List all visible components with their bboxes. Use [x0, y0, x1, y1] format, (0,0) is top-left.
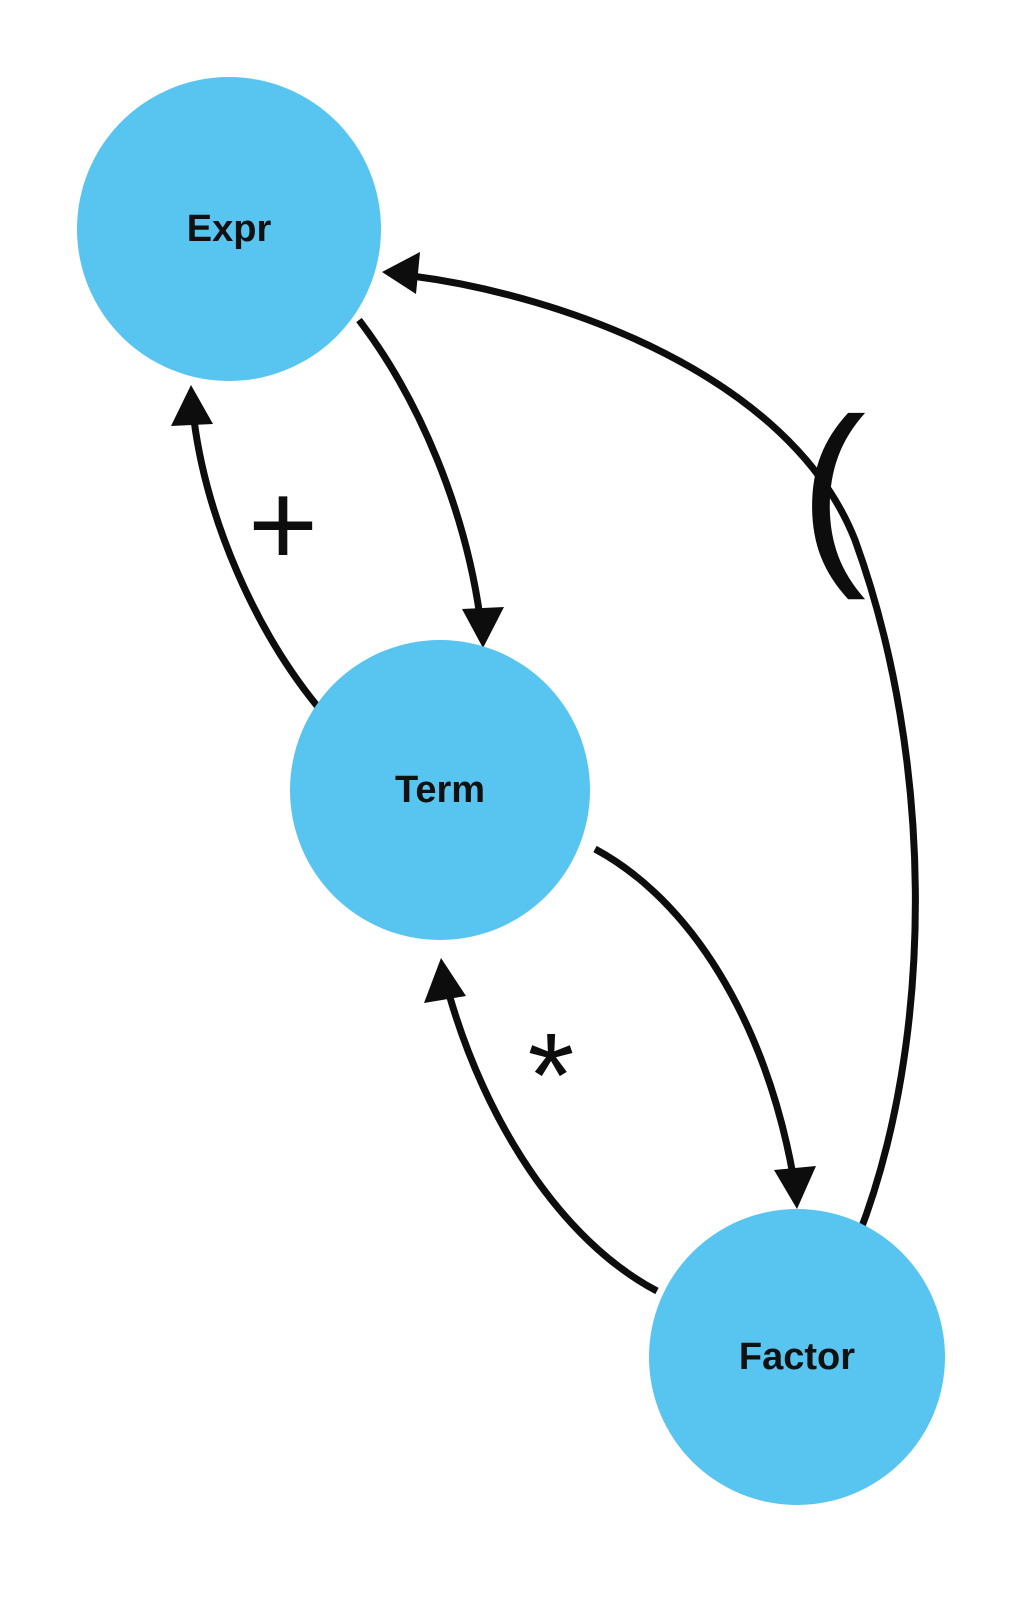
node-factor[interactable]: Factor	[649, 1209, 945, 1505]
edge-factor-to-term-arrowhead	[424, 958, 466, 1003]
edge-expr-to-term-path	[356, 317, 484, 618]
edge-expr-to-term-arrowhead	[462, 607, 504, 648]
node-term-circle[interactable]	[290, 640, 590, 940]
edge-label-plus: +	[248, 458, 318, 592]
edge-factor-to-term-path	[445, 993, 659, 1295]
node-factor-circle[interactable]	[649, 1209, 945, 1505]
edge-term-to-expr[interactable]: +	[171, 385, 321, 710]
edge-factor-to-expr-arrowhead	[382, 252, 420, 294]
edge-term-to-factor-path	[593, 845, 797, 1176]
edge-term-to-expr-arrowhead	[171, 385, 213, 426]
edge-term-to-factor-arrowhead	[774, 1166, 816, 1209]
edge-term-to-factor[interactable]	[593, 845, 816, 1209]
edge-factor-to-term[interactable]: *	[424, 958, 659, 1295]
node-term[interactable]: Term	[290, 640, 590, 940]
edge-label-star: *	[528, 1009, 575, 1143]
edge-term-to-expr-path	[190, 419, 321, 710]
node-group: Expr Term Factor	[77, 77, 945, 1505]
edge-factor-to-expr[interactable]: (	[382, 252, 919, 1239]
edge-expr-to-term[interactable]	[356, 317, 504, 648]
node-expr[interactable]: Expr	[77, 77, 381, 381]
edge-group: + * (	[171, 252, 919, 1295]
node-expr-circle[interactable]	[77, 77, 381, 381]
edge-factor-to-expr-path	[411, 272, 919, 1239]
edge-label-open-paren: (	[800, 378, 867, 601]
